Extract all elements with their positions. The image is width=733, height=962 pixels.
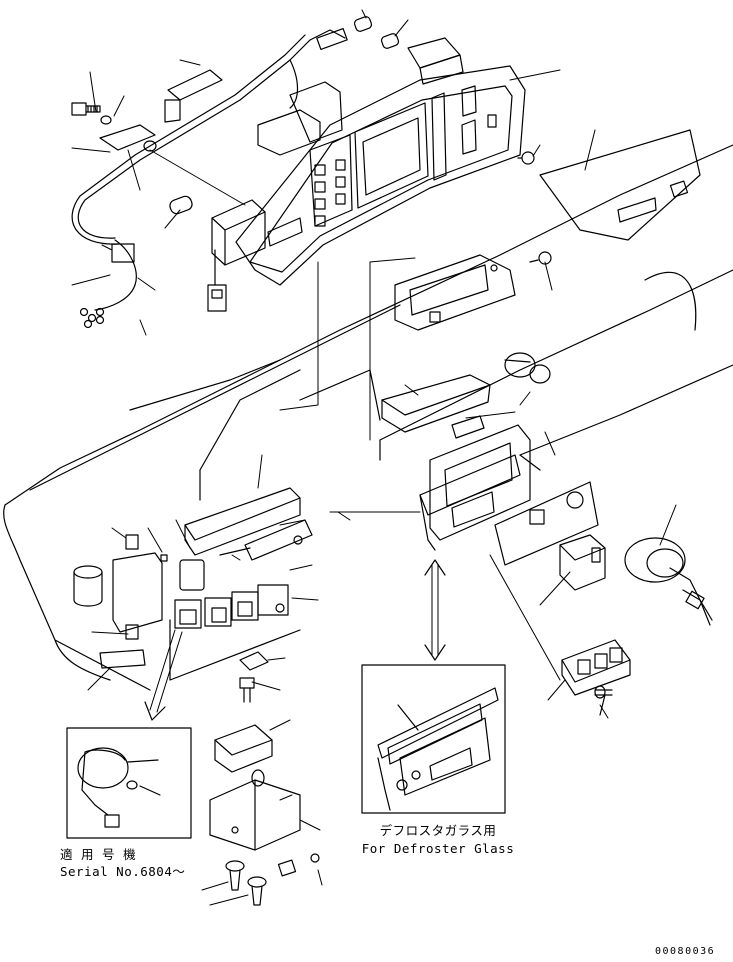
right-console-panel (394, 129, 701, 384)
defroster-label-jp: デフロスタガラス用 (379, 823, 497, 838)
dashboard-outline (3, 144, 733, 691)
bolt-upper-left (71, 102, 157, 152)
inset-box-right (361, 664, 506, 814)
rocker-switch-unit (561, 639, 631, 716)
inset-right-caption: デフロスタガラス用 For Defroster Glass (352, 822, 524, 858)
inset-left-caption: 適 用 号 機 Serial No.6804～ (60, 846, 185, 880)
inset-box-left (66, 727, 192, 839)
arrows (144, 559, 446, 721)
leader-lines (149, 149, 561, 681)
center-switch-panel (381, 374, 531, 551)
bottom-small-parts (209, 651, 320, 906)
left-switch-cluster (73, 487, 313, 681)
serial-number-label: Serial No.6804～ (60, 864, 186, 879)
key-switch-panel (494, 481, 713, 626)
callout-leaders (71, 9, 677, 906)
caps-top (169, 16, 552, 265)
drawing-number: 00080036 (655, 946, 716, 957)
defroster-label-en: For Defroster Glass (361, 841, 515, 856)
applicable-model-label: 適 用 号 機 (60, 847, 137, 862)
wire-harness-upper (71, 27, 348, 329)
instrument-cluster-housing (235, 37, 526, 286)
cluster-bracket (207, 199, 266, 312)
